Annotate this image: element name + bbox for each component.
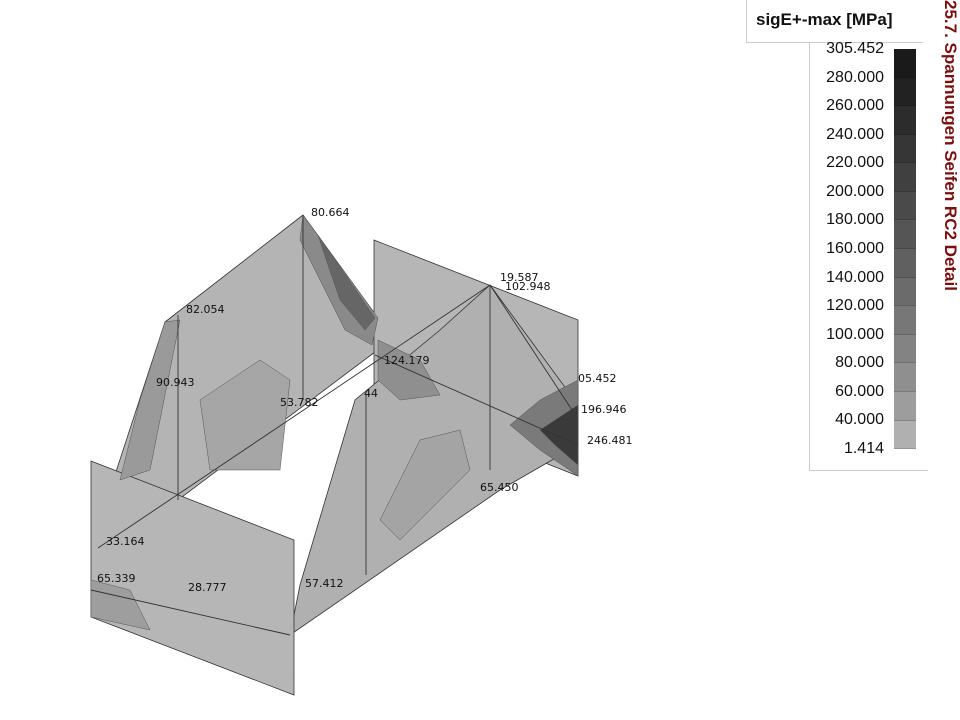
legend-title-box — [746, 0, 923, 43]
contour-zone — [90, 579, 151, 631]
fe-model-view[interactable]: 80.664 82.054 90.943 53.782 19.587 102.9… — [0, 0, 940, 720]
value-label: 19.587 — [500, 271, 539, 284]
value-label: 44 — [364, 387, 378, 400]
legend-frame — [809, 42, 928, 471]
contour-zone — [199, 359, 291, 471]
legend-tick-label: 220.000 — [826, 154, 884, 172]
legend-tick-label: 180.000 — [826, 211, 884, 229]
legend-tick-label: 280.000 — [826, 68, 884, 86]
edge-line — [90, 589, 291, 636]
legend-color-step — [894, 106, 916, 135]
legend-color-step — [894, 49, 916, 78]
edge-line — [97, 284, 491, 549]
edge-line — [374, 354, 579, 446]
value-label: 124.179 — [384, 354, 430, 367]
legend-color-step — [894, 77, 916, 107]
legend-tick-label: 60.000 — [835, 382, 884, 400]
legend-color-step — [894, 363, 916, 392]
contour-zone — [379, 429, 471, 541]
contour-zone — [317, 234, 376, 331]
legend-color-step — [894, 134, 916, 164]
value-label: 80.664 — [311, 206, 350, 219]
legend-color-step — [894, 420, 916, 450]
value-label: 196.946 — [581, 403, 627, 416]
legend-tick-label: 80.000 — [835, 354, 884, 372]
value-label: 246.481 — [587, 434, 633, 447]
value-label: 28.777 — [188, 581, 227, 594]
legend-tick-label: 305.452 — [826, 40, 884, 57]
legend-tick-label: 120.000 — [826, 297, 884, 315]
value-label: 33.164 — [106, 535, 145, 548]
legend-color-step — [894, 277, 916, 307]
side-title: 25.7. Spannungen Seifen RC2 Detail — [941, 0, 960, 291]
value-labels: 80.664 82.054 90.943 53.782 19.587 102.9… — [97, 206, 633, 594]
value-label: 65.450 — [480, 481, 519, 494]
legend-tick-label: 100.000 — [826, 325, 884, 343]
legend-tick-label: 260.000 — [826, 97, 884, 115]
value-label: 65.339 — [97, 572, 136, 585]
legend-color-step — [894, 334, 916, 364]
contour-zone — [119, 319, 181, 481]
legend-tick-label: 240.000 — [826, 125, 884, 143]
legend-color-step — [894, 306, 916, 335]
value-label: 57.412 — [305, 577, 344, 590]
legend-color-step — [894, 249, 916, 278]
legend-color-step — [894, 391, 916, 421]
plane-front-left — [90, 460, 295, 696]
legend-title: sigE+-max [MPa] — [756, 10, 893, 29]
value-label: 102.948 — [505, 280, 551, 293]
legend-color-bar — [894, 49, 916, 450]
value-label: 05.452 — [578, 372, 617, 385]
legend-color-step — [894, 163, 916, 192]
legend-tick-label: 1.414 — [843, 440, 884, 457]
edge-line — [489, 284, 573, 411]
legend-tick-label: 160.000 — [826, 240, 884, 257]
legend-tick-label: 40.000 — [835, 411, 884, 429]
value-label: 82.054 — [186, 303, 225, 316]
value-label: 53.782 — [280, 396, 319, 409]
legend-color-step — [894, 191, 916, 221]
legend-color-step — [894, 220, 916, 250]
value-label: 90.943 — [156, 376, 195, 389]
legend-tick-label: 200.000 — [826, 182, 884, 200]
legend-tick-label: 140.000 — [826, 268, 884, 286]
